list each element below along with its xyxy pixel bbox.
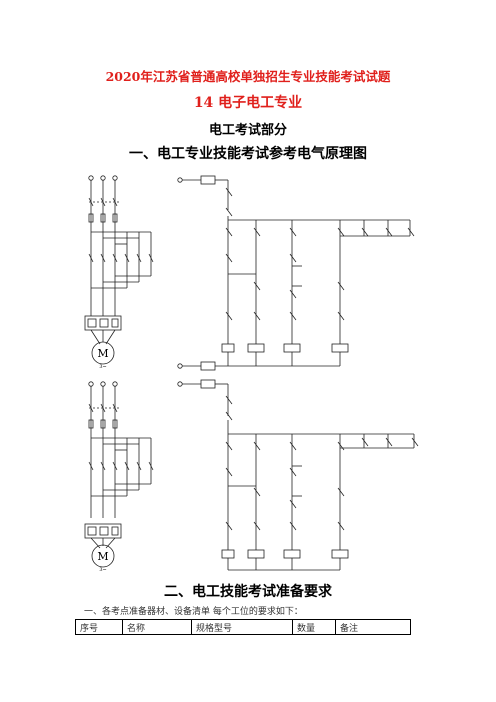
col-spec: 规格型号 bbox=[191, 619, 293, 635]
exam-title: 2020年江苏省普通高校单独招生专业技能考试试题 bbox=[105, 69, 391, 84]
part-heading: 电工考试部分 bbox=[208, 123, 287, 138]
motor-phase-label: 3~ bbox=[99, 364, 106, 370]
col-name: 名称 bbox=[122, 619, 192, 635]
equipment-intro: 一、各考点准备器材、设备清单 每个工位的要求如下： bbox=[84, 607, 303, 617]
col-qty: 数量 bbox=[292, 619, 336, 635]
equipment-table: 序号 名称 规格型号 数量 备注 bbox=[75, 619, 411, 635]
table-header-row: 序号 名称 规格型号 数量 备注 bbox=[75, 619, 411, 635]
section2-heading: 二、电工技能考试准备要求 bbox=[164, 584, 332, 600]
col-index: 序号 bbox=[75, 619, 123, 635]
circuit-schematic-1: M 3~ bbox=[84, 175, 415, 371]
col-notes: 备注 bbox=[335, 619, 411, 635]
motor-phase-label: 3~ bbox=[99, 567, 106, 573]
major-subtitle: 14 电子电工专业 bbox=[193, 95, 303, 111]
motor-label: M bbox=[97, 347, 108, 360]
motor-label: M bbox=[97, 550, 108, 563]
circuit-schematic-2: M 3~ bbox=[84, 379, 419, 573]
section1-heading: 一、电工专业技能考试参考电气原理图 bbox=[129, 146, 367, 162]
